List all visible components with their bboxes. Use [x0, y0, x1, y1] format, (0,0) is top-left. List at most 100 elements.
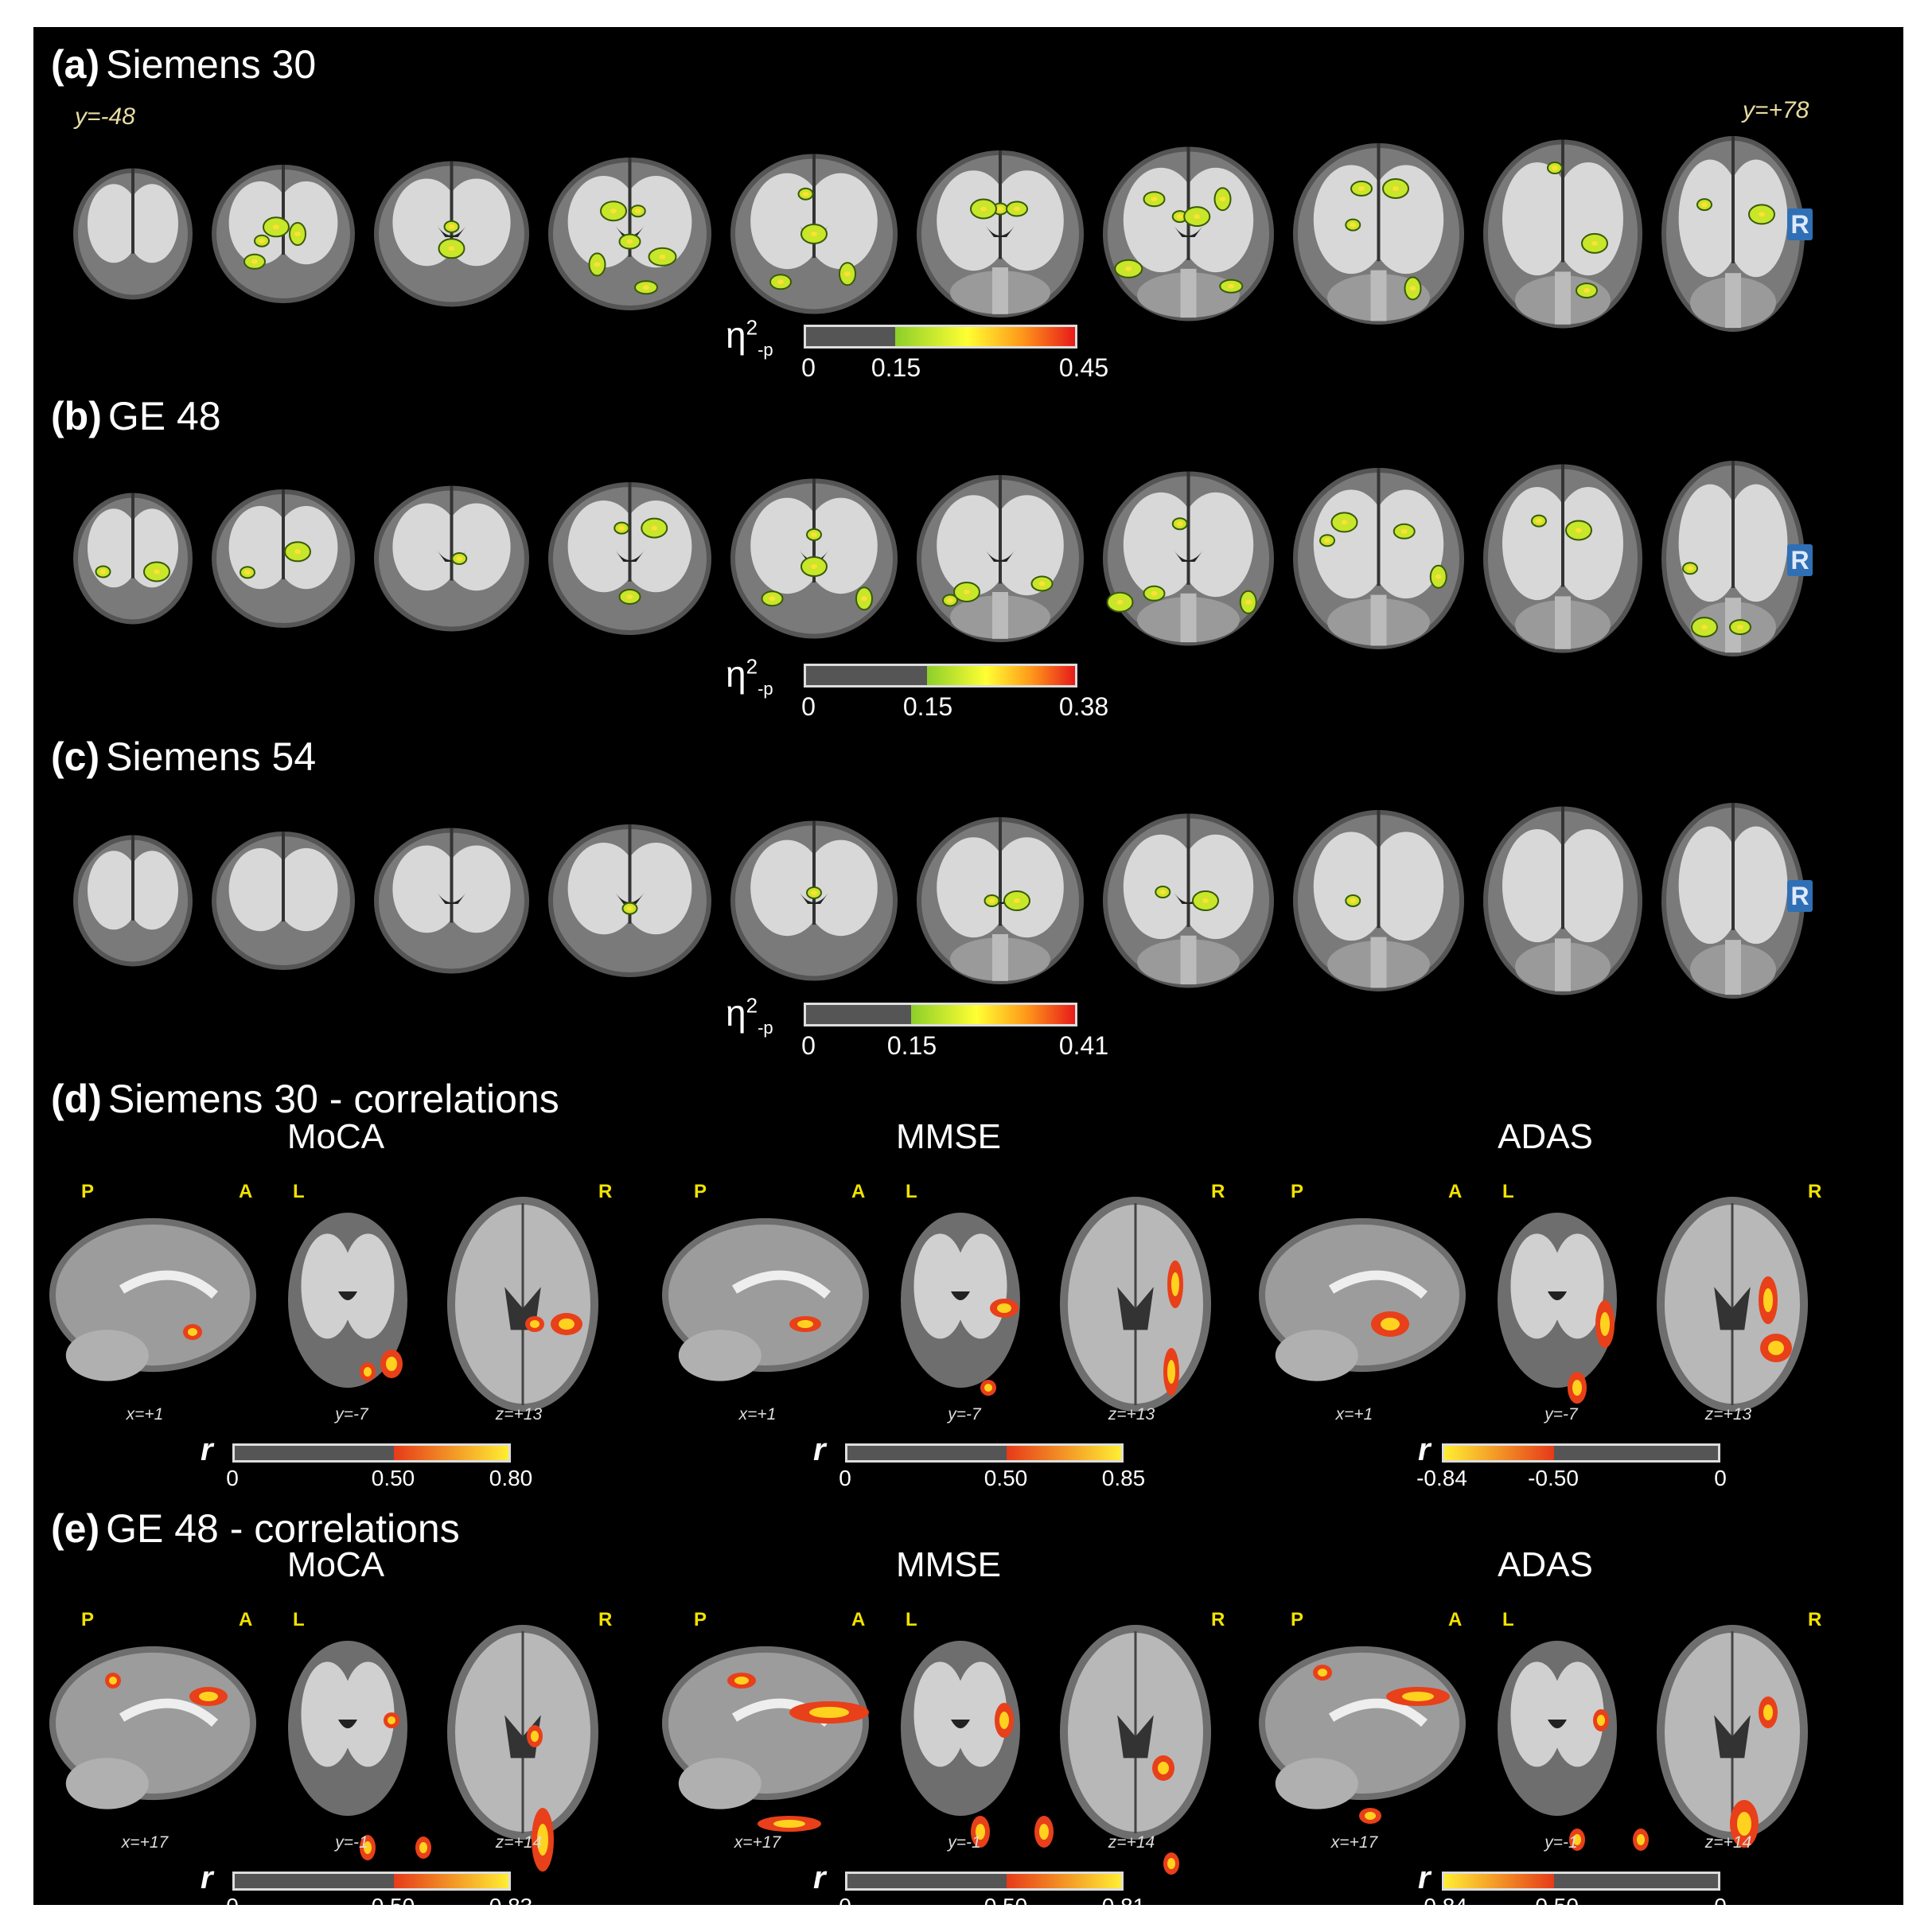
orientation-label: A: [239, 1609, 253, 1630]
orientation-label: P: [81, 1181, 95, 1202]
r-tick: 0: [1714, 1466, 1727, 1490]
brain-slices: [1259, 1625, 1808, 1851]
panel-d-title: (d)Siemens 30 - correlations: [51, 1077, 559, 1121]
coronal-slices-c: [73, 803, 1805, 999]
r-tick: 0.85: [1101, 1466, 1146, 1490]
tick-b-min: 0: [801, 692, 816, 721]
orientation-label: R: [598, 1609, 613, 1630]
r-tick: 0.80: [489, 1466, 533, 1490]
tick-c-min: 0: [801, 1031, 816, 1060]
brain-slices: [662, 1625, 1211, 1875]
orientation-label: P: [1291, 1609, 1304, 1630]
right-marker-b: R: [1787, 544, 1813, 576]
test-title: ADAS: [1498, 1117, 1593, 1156]
r-tick: -0.84: [1416, 1894, 1467, 1905]
r-label: r: [201, 1432, 213, 1467]
r-colorbar: [232, 1872, 511, 1891]
r-tick: 0.50: [984, 1894, 1028, 1905]
orientation-label: R: [598, 1181, 613, 1202]
slice-coordinate: x=+17: [121, 1833, 169, 1852]
panel-e-title: (e)GE 48 - correlations: [51, 1506, 460, 1551]
orientation-label: L: [906, 1609, 917, 1630]
slice-coordinate: y=-1: [335, 1833, 368, 1852]
right-marker-c: R: [1787, 880, 1813, 912]
r-tick: -0.50: [1528, 1894, 1579, 1905]
test-title: MMSE: [896, 1545, 1001, 1584]
slice-coordinate: y=-7: [1544, 1405, 1578, 1424]
colorbar-a: [804, 325, 1077, 349]
coronal-slices-a: [73, 136, 1805, 332]
slice-coordinate: y=-1: [1544, 1833, 1578, 1852]
r-tick: 0.50: [371, 1466, 415, 1490]
colorbar-c: [804, 1003, 1077, 1026]
slice-coordinate: z=+14: [1704, 1833, 1752, 1852]
orientation-label: R: [1211, 1181, 1225, 1202]
orientation-label: P: [81, 1609, 95, 1630]
test-title: MoCA: [286, 1117, 385, 1156]
r-tick: 0.50: [984, 1466, 1028, 1490]
tick-c-thresh: 0.15: [886, 1031, 937, 1060]
tick-a-min: 0: [801, 353, 816, 382]
r-tick: 0: [839, 1466, 851, 1490]
orientation-label: L: [1502, 1181, 1514, 1202]
r-colorbar: [845, 1443, 1124, 1463]
tick-a-thresh: 0.15: [871, 353, 921, 382]
slice-coordinate: z=+13: [1108, 1405, 1155, 1424]
orientation-label: R: [1808, 1181, 1822, 1202]
r-label: r: [201, 1860, 213, 1895]
brain-slices: [1259, 1197, 1808, 1412]
slice-coordinate: x=+17: [1330, 1833, 1378, 1852]
r-tick: -0.84: [1416, 1466, 1467, 1490]
figure: (a)Siemens 30 y=-48 y=+78 R η2-p 0 0.15 …: [33, 27, 1903, 1905]
colorbar-b: [804, 664, 1077, 687]
tick-c-max: 0.41: [1058, 1031, 1109, 1060]
orientation-label: P: [1291, 1181, 1304, 1202]
panel-b-title: (b)GE 48: [51, 394, 221, 438]
r-tick: 0.50: [372, 1894, 415, 1905]
coord-end: y=+78: [1743, 97, 1809, 123]
coronal-row-a: [57, 123, 1832, 345]
slice-coordinate: y=-7: [948, 1405, 981, 1424]
coronal-row-b: [57, 447, 1832, 670]
test-title: ADAS: [1498, 1545, 1593, 1584]
orientation-label: R: [1211, 1609, 1225, 1630]
r-tick: 0.83: [489, 1894, 533, 1905]
orientation-label: P: [694, 1609, 707, 1630]
slice-coordinate: x=+1: [1335, 1405, 1373, 1424]
eta-label-a: η2-p: [726, 314, 773, 360]
coronal-row-c: [57, 789, 1832, 1012]
r-colorbar: [1442, 1443, 1720, 1463]
test-title: MMSE: [896, 1117, 1001, 1156]
coord-start: y=-48: [75, 103, 135, 130]
slice-coordinate: z=+13: [1704, 1405, 1752, 1424]
tick-a-max: 0.45: [1058, 353, 1109, 382]
r-label: r: [813, 1860, 826, 1895]
slice-coordinate: y=-1: [948, 1833, 981, 1852]
slice-coordinate: y=-7: [335, 1405, 368, 1424]
r-tick: -0.50: [1528, 1466, 1579, 1490]
r-colorbar: [845, 1872, 1124, 1891]
slice-coordinate: z=+13: [495, 1405, 543, 1424]
coronal-slices-b: [73, 461, 1805, 656]
r-label: r: [813, 1432, 826, 1467]
r-label: r: [1418, 1432, 1431, 1467]
orientation-label: A: [239, 1181, 253, 1202]
tick-b-max: 0.38: [1058, 692, 1109, 721]
test-title: MoCA: [286, 1545, 385, 1584]
orientation-label: A: [851, 1181, 866, 1202]
orientation-label: A: [851, 1609, 866, 1630]
correlation-row-e: MoCAPALRx=+17y=-1z=+14r00.500.83MMSEPALR…: [33, 1545, 1903, 1905]
orientation-label: A: [1448, 1609, 1463, 1630]
right-marker-a: R: [1787, 208, 1813, 240]
r-tick: 0: [226, 1466, 239, 1490]
slice-coordinate: z=+14: [495, 1833, 543, 1852]
orientation-label: L: [1502, 1609, 1514, 1630]
tick-b-thresh: 0.15: [902, 692, 953, 721]
r-colorbar: [1442, 1872, 1720, 1891]
eta-label-c: η2-p: [726, 992, 773, 1038]
orientation-label: L: [293, 1181, 305, 1202]
